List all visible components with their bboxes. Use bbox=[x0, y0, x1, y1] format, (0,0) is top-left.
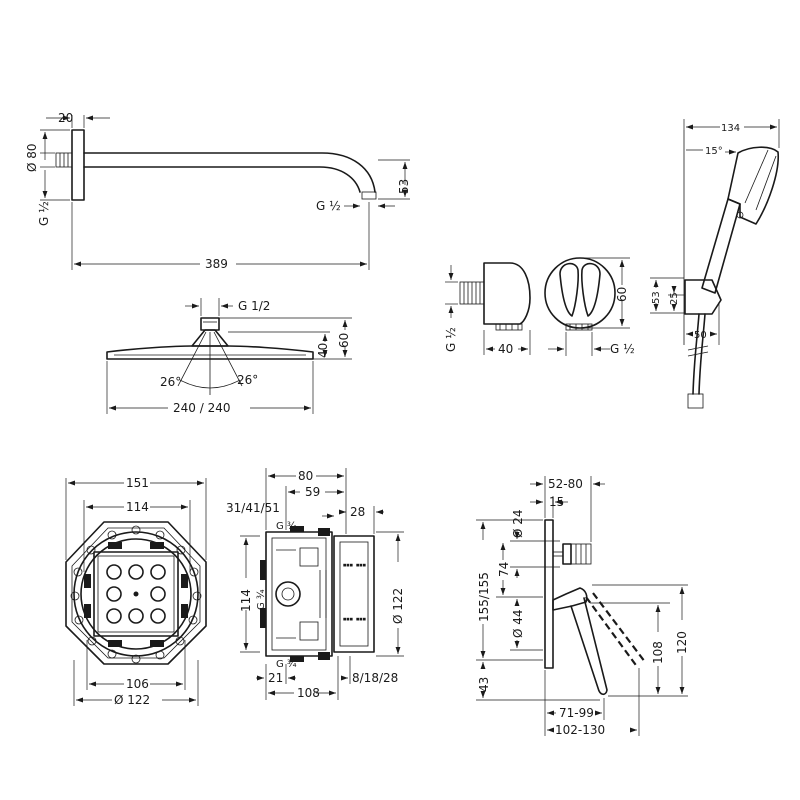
shower-arm-drawing: 20 Ø 80 G ½ 53 G ½ 389 bbox=[25, 111, 411, 271]
head-spray-angle-right: 26° bbox=[237, 373, 258, 387]
shower-head-drawing: 26° 26° G 1/2 40 60 240 / 240 bbox=[106, 298, 352, 415]
hand-shower-width: 134 bbox=[721, 123, 740, 134]
box-bottom-width: 106 bbox=[126, 677, 149, 691]
hand-shower-angle: 15° bbox=[705, 146, 723, 157]
head-size: 240 / 240 bbox=[173, 401, 230, 415]
box-diameter: Ø 122 bbox=[114, 693, 150, 707]
svg-text:■■■: ■■■ bbox=[343, 563, 353, 567]
mixer-diameter-44: Ø 44 bbox=[511, 609, 525, 638]
arm-inlet-thread: G ½ bbox=[37, 201, 51, 226]
hand-shower-depth: 50 bbox=[694, 330, 707, 341]
box-side-diameter: Ø 122 bbox=[391, 588, 405, 624]
mixer-height-74: 74 bbox=[497, 562, 511, 577]
box-side-thread-bottom: G ¾ bbox=[276, 659, 297, 670]
outlet-thread-right: G ½ bbox=[610, 342, 635, 356]
box-side-depths-bottom: 8/18/28 bbox=[352, 671, 398, 685]
box-side-drawing: ■■■ ■■■ ■■■ ■■■ 80 59 31/41/51 G ¾ 28 11… bbox=[226, 468, 405, 700]
arm-outlet-thread: G ½ bbox=[316, 199, 341, 213]
box-side-height-114: 114 bbox=[239, 589, 253, 612]
head-height-total: 60 bbox=[337, 333, 351, 348]
box-side-thread-top: G ¾ bbox=[276, 521, 297, 532]
box-side-width-21: 21 bbox=[268, 671, 283, 685]
hand-shower-height-holder: 53 bbox=[651, 291, 662, 304]
head-spray-angle-left: 26° bbox=[160, 375, 181, 389]
svg-text:■■■: ■■■ bbox=[343, 617, 353, 621]
box-side-depths: 31/41/51 bbox=[226, 501, 280, 515]
head-height-body: 40 bbox=[316, 343, 330, 358]
box-outer-width: 151 bbox=[126, 476, 149, 490]
box-side-width-108: 108 bbox=[297, 686, 320, 700]
box-side-thread-mid: G ¾ bbox=[256, 589, 267, 610]
mixer-height-43: 43 bbox=[477, 677, 491, 692]
box-inner-width: 114 bbox=[126, 500, 149, 514]
outlet-height: 60 bbox=[615, 287, 629, 302]
mixer-offset: 52-80 bbox=[548, 477, 583, 491]
hand-shower-drawing: 134 15° 53 25 50 bbox=[650, 119, 780, 409]
wall-outlet-drawing: G ½ 40 60 G ½ bbox=[444, 257, 635, 356]
mixer-height-155: 155/155 bbox=[477, 572, 491, 622]
arm-flange-diameter: Ø 80 bbox=[25, 143, 39, 172]
outlet-depth: 40 bbox=[498, 342, 513, 356]
outlet-thread-left: G ½ bbox=[444, 327, 458, 352]
mixer-height-108: 108 bbox=[651, 641, 665, 664]
arm-drop: 53 bbox=[397, 179, 411, 194]
mixer-diameter-24: Ø 24 bbox=[511, 509, 525, 538]
arm-length: 389 bbox=[205, 257, 228, 271]
box-front-drawing: 151 114 106 Ø 122 bbox=[65, 476, 207, 707]
box-side-width-28: 28 bbox=[350, 505, 365, 519]
mixer-lever-71: 71-99 bbox=[559, 706, 594, 720]
box-side-width-80: 80 bbox=[298, 469, 313, 483]
head-thread: G 1/2 bbox=[238, 299, 270, 313]
arm-flange-width: 20 bbox=[58, 111, 73, 125]
svg-text:■■■: ■■■ bbox=[356, 563, 366, 567]
mixer-height-120: 120 bbox=[675, 631, 689, 654]
mixer-lever-102: 102-130 bbox=[555, 723, 605, 737]
box-side-width-59: 59 bbox=[305, 485, 320, 499]
mixer-drawing: 52-80 15 155/155 Ø 24 74 Ø 44 43 108 bbox=[476, 476, 689, 737]
svg-text:■■■: ■■■ bbox=[356, 617, 366, 621]
mixer-offset-15: 15 bbox=[549, 495, 564, 509]
hand-shower-height-mount: 25 bbox=[669, 292, 680, 305]
